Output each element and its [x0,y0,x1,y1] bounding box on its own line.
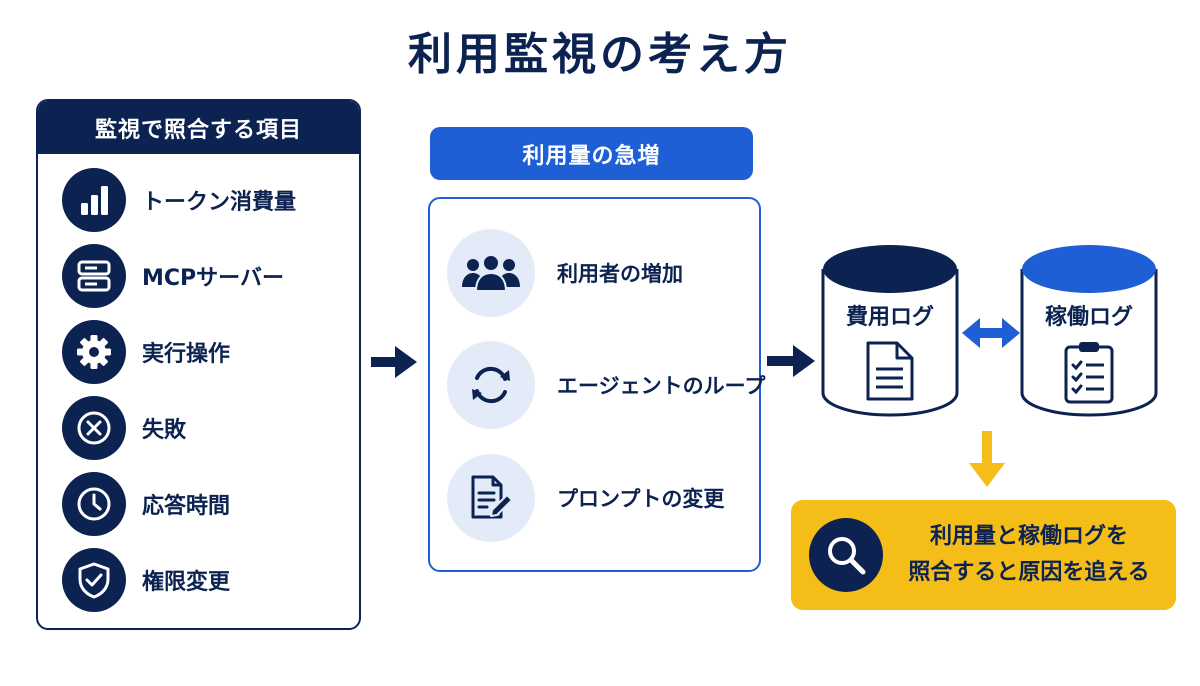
cause-item-prompt-change: プロンプトの変更 [447,454,724,542]
usage-spike-panel: 利用者の増加 エージェントのループ プロンプトの変更 [428,197,765,572]
monitor-item-permission-change: 権限変更 [62,548,230,612]
monitoring-items-header: 監視で照合する項目 [38,101,359,154]
monitor-item-token-usage: トークン消費量 [62,168,296,232]
cause-item-agent-loop: エージェントのループ [447,341,765,429]
monitor-item-response-time: 応答時間 [62,472,230,536]
monitor-item-failure: 失敗 [62,396,186,460]
server-icon [62,244,126,308]
document-edit-icon [447,454,535,542]
monitor-item-label: 失敗 [142,418,187,443]
cause-item-label: プロンプトの変更 [557,487,725,511]
clipboard-checklist-icon [1064,342,1114,404]
clock-icon [62,472,126,536]
search-icon [809,518,883,592]
cause-item-user-increase: 利用者の増加 [447,229,683,317]
usage-spike-header: 利用量の急増 [430,127,753,180]
x-circle-icon [62,396,126,460]
result-callout: 利用量と稼働ログを 照合すると原因を追える [791,500,1176,610]
cost-log-database: 費用ログ [821,243,959,419]
bar-chart-icon [62,168,126,232]
monitor-item-label: トークン消費量 [142,190,297,215]
result-line-2: 照合すると原因を追える [908,560,1150,585]
cause-item-label: エージェントのループ [557,374,766,398]
shield-check-icon [62,548,126,612]
document-icon [866,341,914,401]
gear-icon [62,320,126,384]
monitor-item-label: MCPサーバー [142,266,284,291]
monitor-item-label: 応答時間 [142,494,231,519]
arrow-right-icon [767,345,815,377]
arrow-right-icon [371,346,417,378]
refresh-icon [447,341,535,429]
page-title: 利用監視の考え方 [408,29,792,80]
operation-log-database: 稼働ログ [1020,243,1158,419]
monitor-item-operations: 実行操作 [62,320,230,384]
monitor-item-label: 実行操作 [142,342,231,367]
monitor-item-mcp-server: MCPサーバー [62,244,284,308]
monitoring-items-panel: 監視で照合する項目 トークン消費量 MCPサーバー [36,99,361,630]
arrow-down-icon [969,431,1005,487]
users-icon [447,229,535,317]
result-line-1: 利用量と稼働ログを [929,524,1128,549]
operation-log-label: 稼働ログ [1044,305,1133,330]
result-text: 利用量と稼働ログを 照合すると原因を追える [899,519,1159,591]
monitor-item-label: 権限変更 [142,570,231,595]
cause-item-label: 利用者の増加 [557,262,683,286]
double-arrow-icon [962,318,1020,348]
cost-log-label: 費用ログ [845,305,934,330]
